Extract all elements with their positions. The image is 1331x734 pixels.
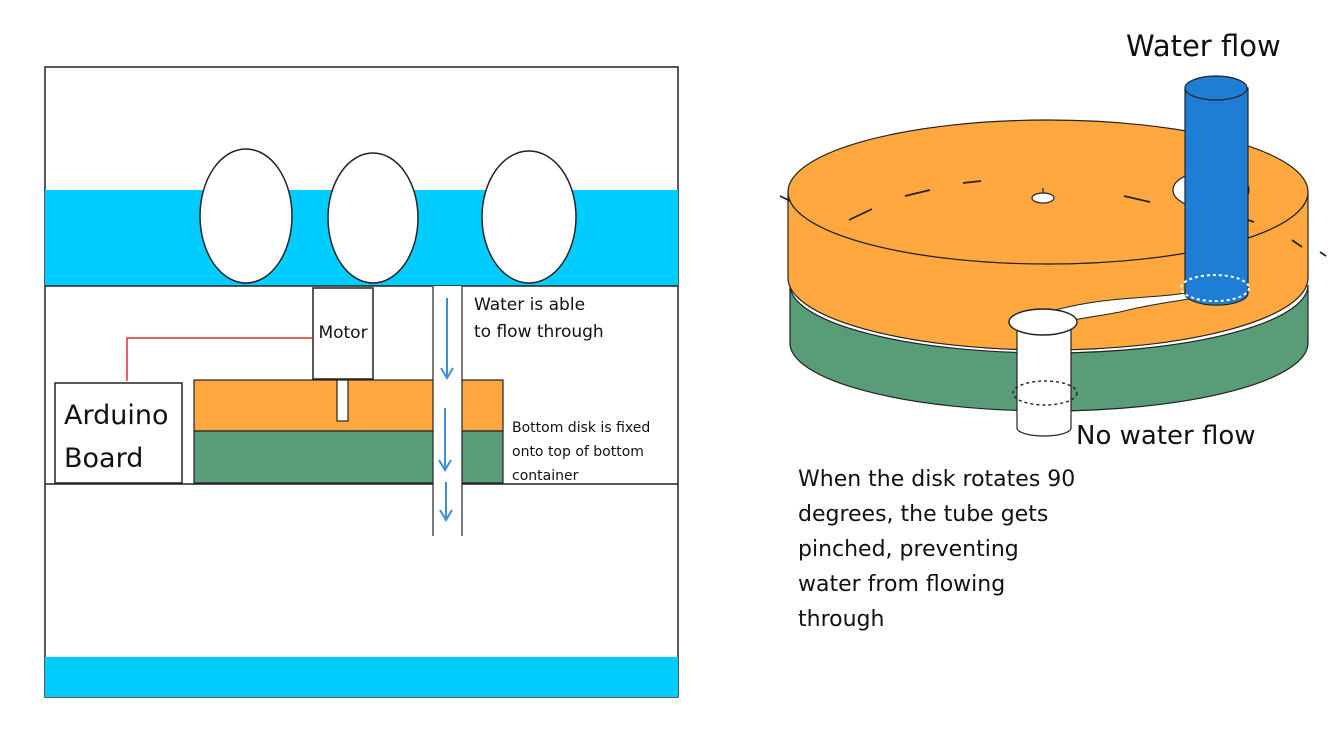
water-flow-label: Water flow <box>1126 29 1281 63</box>
wire <box>126 337 313 381</box>
flow-arrow-2-head <box>438 459 452 472</box>
egg-shape-2 <box>327 152 419 284</box>
no-flow-tube <box>1016 321 1072 437</box>
motor-box <box>312 287 374 380</box>
tick-mark <box>904 189 931 197</box>
tick-mark <box>779 195 791 202</box>
disk-note-line1: Bottom disk is fixed <box>512 420 650 436</box>
no-flow-tube-pinch-ring <box>1012 380 1078 406</box>
caption-line1: When the disk rotates 90 <box>798 467 1075 492</box>
right-diagram: Water flow No water flow When the disk r… <box>779 29 1327 632</box>
egg-shape-1 <box>199 148 293 284</box>
tick-mark <box>848 208 873 221</box>
caption-line2: degrees, the tube gets <box>798 502 1048 527</box>
arduino-label-line1: Arduino <box>64 400 168 431</box>
tick-mark <box>962 180 982 184</box>
flow-arrows <box>438 298 454 522</box>
flow-arrow-3-head <box>439 509 453 522</box>
left-diagram: Motor Arduino Board Water is able to flo… <box>44 66 679 698</box>
bottom-water-band <box>45 657 678 697</box>
water-flow-tube <box>1184 87 1249 306</box>
water-flow-tube-top <box>1184 75 1248 101</box>
disk-note-line2: onto top of bottom <box>512 444 644 460</box>
disk-note-line3: container <box>512 468 579 484</box>
flow-arrow-1-head <box>440 367 454 380</box>
arduino-board <box>54 382 183 484</box>
no-flow-tube-top <box>1008 308 1078 336</box>
flow-note-line1: Water is able <box>474 295 585 315</box>
tick-mark <box>1291 239 1303 248</box>
motor-label: Motor <box>318 323 367 343</box>
flow-note-line2: to flow through <box>474 322 604 342</box>
no-water-flow-label: No water flow <box>1076 421 1256 451</box>
motor-shaft <box>336 379 349 422</box>
center-hole <box>1031 192 1055 204</box>
caption-line4: water from flowing <box>798 572 1005 597</box>
tick-mark <box>1319 251 1327 257</box>
water-flow-tube-outlet <box>1180 274 1250 302</box>
top-disk-face <box>787 119 1309 265</box>
caption-line3: pinched, preventing <box>798 537 1019 562</box>
egg-shape-3 <box>481 150 577 284</box>
tick-mark <box>1123 195 1151 203</box>
caption-line5: through <box>798 607 884 632</box>
arduino-label-line2: Board <box>64 443 143 474</box>
bottom-disk-side <box>789 284 1309 412</box>
